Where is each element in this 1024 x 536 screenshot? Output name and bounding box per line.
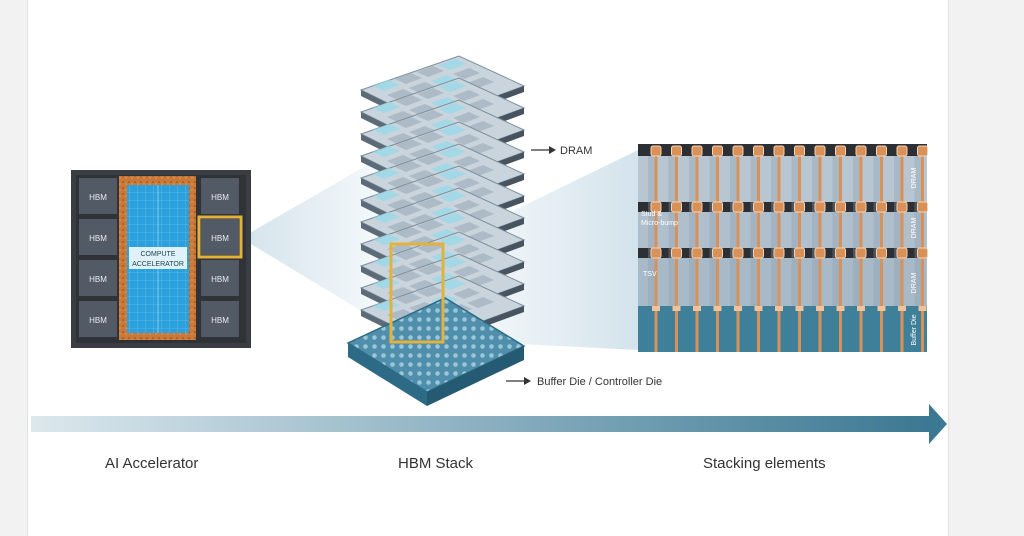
buffer-die-plate: [346, 297, 526, 406]
hbm-block: HBM: [79, 260, 117, 296]
hbm-block: HBM: [201, 301, 239, 337]
buffer-pointer: Buffer Die / Controller Die: [506, 376, 662, 388]
detail-layer-label: DRAM: [911, 273, 918, 294]
tsv-column: [712, 145, 723, 352]
diagram-canvas: COMPUTE ACCELERATOR HBM HBM HBM HBM HBM HBM H…: [31, 55, 947, 444]
hbm-block: HBM: [79, 178, 117, 214]
tsv-column: [855, 145, 867, 352]
dram-label: DRAM: [560, 145, 592, 157]
dram-die-band: [638, 258, 927, 306]
timeline-arrow: [31, 404, 947, 444]
tsv-label: TSV: [643, 271, 657, 278]
tsv-column: [835, 145, 846, 352]
tsv-column: [671, 145, 682, 352]
hbm-label: HBM: [89, 234, 107, 243]
compute-label: COMPUTE: [141, 251, 176, 258]
dram-die-band: [638, 212, 927, 248]
tsv-column: [773, 145, 785, 352]
slide: COMPUTE ACCELERATOR HBM HBM HBM HBM HBM HBM H…: [27, 0, 949, 536]
hbm-label: HBM: [89, 193, 107, 202]
tsv-column: [753, 145, 764, 352]
caption-ai-accelerator: AI Accelerator: [105, 455, 199, 472]
buffer-die-label: Buffer Die / Controller Die: [537, 376, 662, 388]
accelerator-label: ACCELERATOR: [132, 261, 184, 268]
tsv-column: [917, 145, 928, 352]
hbm-block: HBM: [201, 178, 239, 214]
dram-pointer: DRAM: [531, 145, 592, 157]
hbm-block: HBM: [79, 219, 117, 255]
tsv-column: [794, 145, 805, 352]
hbm-block: HBM: [201, 260, 239, 296]
hbm-label: HBM: [211, 275, 229, 284]
stack-highlight-box: [389, 242, 445, 344]
hbm-label: HBM: [89, 316, 107, 325]
ai-accelerator: COMPUTE ACCELERATOR HBM HBM HBM HBM HBM HBM H…: [71, 170, 251, 348]
tsv-column: [876, 145, 887, 352]
tsv-column: [691, 145, 703, 352]
tsv-column: [814, 145, 826, 352]
detail-layer-label: DRAM: [911, 168, 918, 189]
dram-die-band: [638, 156, 927, 202]
zoom-cone-left: [241, 150, 393, 330]
hbm-label: HBM: [211, 234, 229, 243]
hbm-label: HBM: [211, 193, 229, 202]
detail-layer-label: Buffer Die: [911, 314, 918, 345]
hbm-block: HBM: [79, 301, 117, 337]
hbm-highlight-box: [197, 215, 243, 259]
stud-microbump-label: Stud &Micro-bump: [641, 211, 678, 227]
tsv-column: [896, 145, 908, 352]
caption-hbm-stack: HBM Stack: [398, 455, 474, 472]
detail-layer-label: DRAM: [911, 218, 918, 239]
tsv-column: [650, 145, 662, 352]
hbm-label: HBM: [211, 316, 229, 325]
stacking-detail: DRAM DRAM DRAM Buffer Die Stud &Micro-bumpTS…: [638, 144, 928, 352]
hbm-block: HBM: [201, 219, 239, 255]
buffer-die-band: [638, 306, 927, 352]
caption-stacking-elements: Stacking elements: [703, 455, 826, 472]
hbm-label: HBM: [89, 275, 107, 284]
tsv-column: [732, 145, 744, 352]
